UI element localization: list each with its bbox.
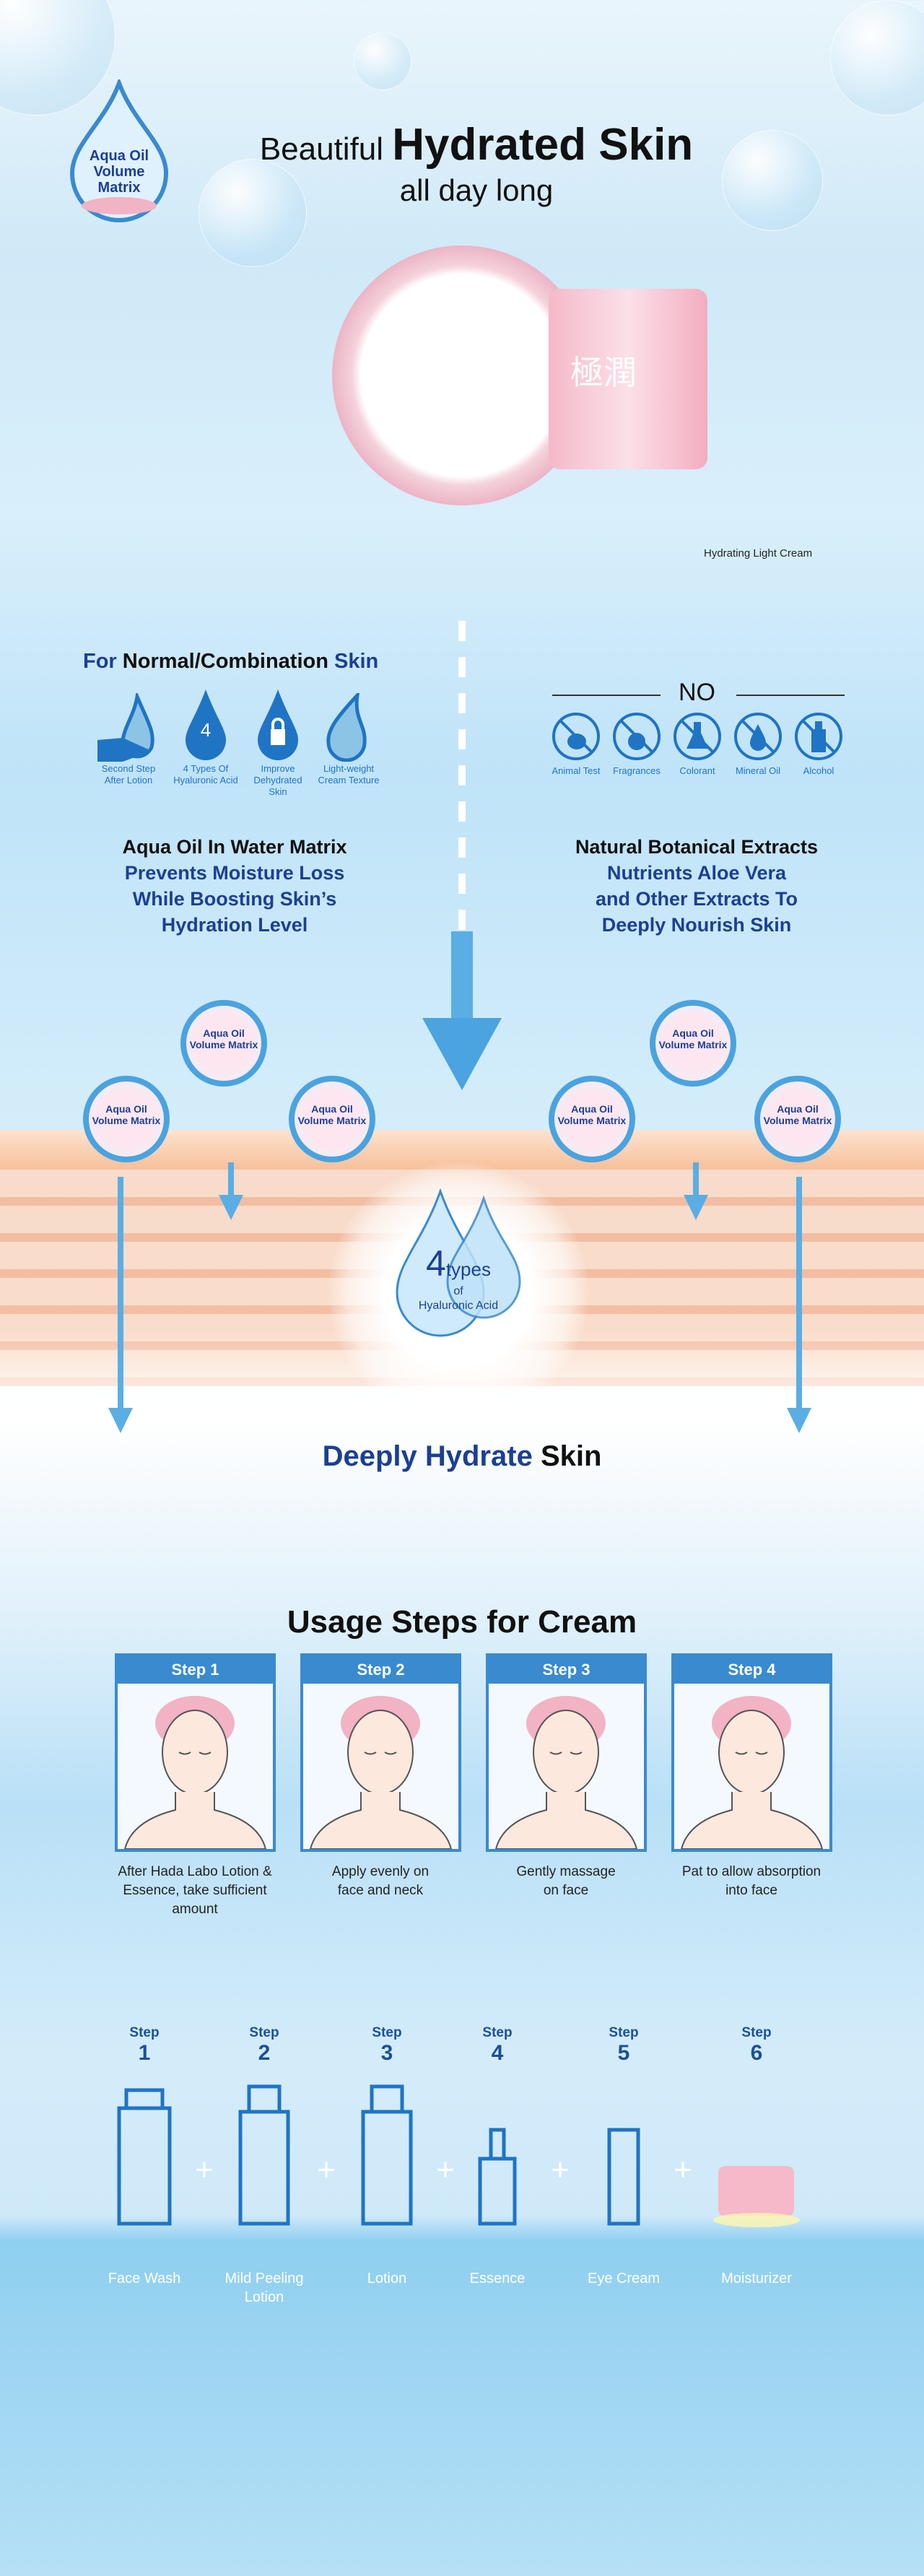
- svg-text:+: +: [551, 2152, 570, 2188]
- routine-label: Face Wash: [108, 2271, 181, 2286]
- penetration-arrows: [108, 1162, 811, 1433]
- arrow-icon: [684, 1162, 708, 1220]
- center-dashed-line: [458, 621, 466, 982]
- eye-cream-icon: [607, 2128, 640, 2226]
- decor-bubble: [354, 32, 411, 90]
- hero-title-main: Hydrated Skin: [392, 120, 694, 170]
- usage-title: Usage Steps for Cream: [287, 1604, 637, 1640]
- product-caption: Hydrating Light Cream: [704, 547, 813, 560]
- no-flask-icon: [674, 713, 721, 760]
- no-divider-left: [552, 695, 661, 696]
- ha-label: 4types of Hyaluronic Acid: [418, 1243, 499, 1312]
- molecule: Aqua Oil Volume Matrix: [83, 1076, 170, 1162]
- no-divider-right: [736, 695, 845, 696]
- diagram-caption: Deeply Hydrate Skin: [322, 1440, 602, 1472]
- no-heading: NO: [679, 679, 715, 706]
- face-illustration: [123, 1696, 267, 1850]
- lock-drop-icon: [258, 689, 298, 760]
- jar-label: 極潤: [570, 354, 637, 391]
- drop-badge-icon: [69, 77, 169, 222]
- routine-label: Eye Cream: [587, 2271, 661, 2286]
- usage-caption: Apply evenly on face and neck: [331, 1864, 430, 1898]
- molecule: Aqua Oil Volume Matrix: [650, 1000, 736, 1087]
- badge-text: Aqua Oil Volume Matrix: [89, 148, 149, 196]
- usage-step-3: Step 3: [486, 1653, 647, 1852]
- decor-bubble: [830, 0, 924, 116]
- svg-text:+: +: [317, 2152, 336, 2188]
- free-from-label: Mineral Oil: [735, 765, 781, 776]
- routine-label: Lotion: [367, 2271, 407, 2286]
- face-illustration: [309, 1696, 453, 1850]
- no-bottle-icon: [795, 713, 842, 760]
- moisturizer-jar-icon: [718, 2166, 794, 2216]
- molecule: Aqua Oil Volume Matrix: [289, 1076, 375, 1162]
- four-drop-icon: 4: [186, 689, 226, 760]
- molecule: Aqua Oil Volume Matrix: [754, 1076, 841, 1162]
- benefit-left: Aqua Oil In Water Matrix Prevents Moistu…: [122, 836, 347, 936]
- routine-label: Essence: [469, 2271, 526, 2286]
- molecule: Aqua Oil Volume Matrix: [549, 1076, 635, 1162]
- feature-label: Second Step After Lotion: [101, 763, 156, 786]
- peeling-lotion-bottle-icon: [238, 2084, 290, 2226]
- no-rabbit-icon: [552, 713, 600, 760]
- free-from-label: Colorant: [679, 765, 715, 776]
- free-from-label: Alcohol: [803, 765, 834, 776]
- no-perfume-icon: [613, 713, 661, 760]
- face-wash-tube-icon: [117, 2088, 172, 2226]
- svg-text:+: +: [195, 2152, 214, 2188]
- svg-text:4: 4: [201, 719, 211, 741]
- hyaluronic-drops-icon: [396, 1188, 521, 1337]
- badge: Aqua Oil Volume Matrix: [65, 77, 173, 224]
- usage-caption: After Hada Labo Lotion & Essence, take s…: [118, 1864, 272, 1917]
- lotion-bottle-icon: [361, 2084, 413, 2226]
- usage-step-1: Step 1: [115, 1653, 276, 1852]
- product-jar: 極潤: [332, 245, 707, 520]
- skin-type-heading: For Normal/Combination Skin: [83, 650, 379, 673]
- free-from-label: Animal Test: [552, 765, 601, 776]
- routine-label: Mild Peeling Lotion: [225, 2271, 304, 2305]
- usage-step-4: Step 4: [671, 1653, 832, 1852]
- essence-dropper-icon: [478, 2128, 517, 2226]
- routine-label: Moisturizer: [721, 2271, 792, 2286]
- hero-title: Beautiful Hydrated Skin: [202, 119, 751, 170]
- arrow-icon: [219, 1162, 243, 1220]
- feature-label: Light-weight Cream Texture: [318, 763, 380, 786]
- free-from-label: Fragrances: [613, 765, 661, 776]
- usage-caption: Gently massage on face: [516, 1864, 616, 1898]
- decor-bubble: [199, 159, 307, 267]
- hero-title-prefix: Beautiful: [259, 131, 384, 167]
- down-arrow-icon: [422, 931, 502, 1090]
- arrow-icon: [108, 1177, 133, 1433]
- plus-signs: + + + + +: [195, 2152, 692, 2188]
- face-illustration: [494, 1696, 638, 1850]
- routine-products: + + + + +: [117, 2084, 800, 2227]
- feature-label: Improve Dehydrated Skin: [253, 763, 302, 797]
- feature-label: 4 Types Of Hyaluronic Acid: [173, 763, 238, 786]
- benefit-right: Natural Botanical Extracts Nutrients Alo…: [575, 836, 819, 936]
- no-oil-drop-icon: [734, 713, 782, 760]
- usage-caption: Pat to allow absorption into face: [681, 1864, 821, 1898]
- face-illustration: [680, 1696, 824, 1850]
- svg-text:+: +: [436, 2152, 455, 2188]
- svg-text:+: +: [674, 2152, 692, 2188]
- arrow-icon: [787, 1177, 811, 1433]
- drop-icon: [326, 693, 367, 762]
- molecule: Aqua Oil Volume Matrix: [180, 1000, 267, 1087]
- decor-bubble: [722, 130, 823, 231]
- hero-subtitle: all day long: [399, 173, 554, 207]
- usage-step-2: Step 2: [300, 1653, 461, 1852]
- hand-drop-icon: [97, 693, 154, 762]
